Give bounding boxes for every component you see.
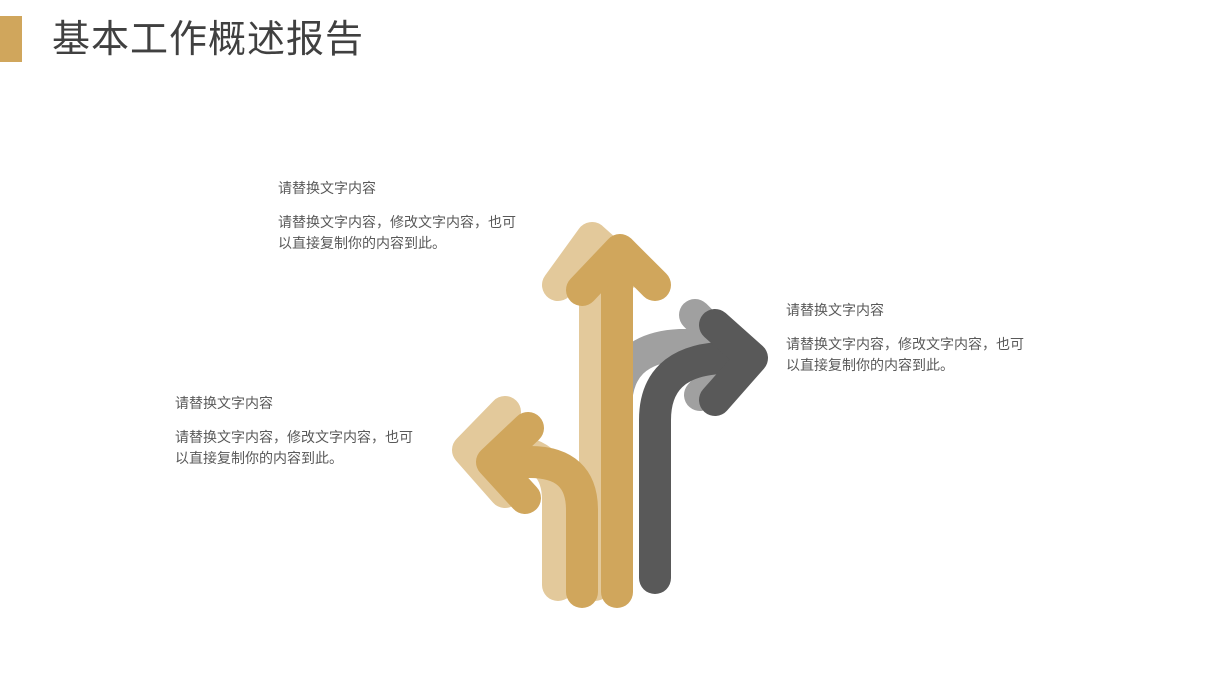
text-block-body-line: 以直接复制你的内容到此。 — [175, 451, 343, 467]
text-block-heading: 请替换文字内容 — [786, 303, 884, 319]
page-title: 基本工作概述报告 — [52, 17, 365, 61]
up-arrow-icon — [566, 234, 671, 608]
left-arrow-icon — [476, 412, 598, 608]
title-accent-bar — [0, 16, 22, 62]
direction-arrows-graphic — [452, 222, 768, 608]
text-block-body: 请替换文字内容，修改文字内容，也可 以直接复制你的内容到此。 — [278, 213, 528, 255]
text-block-body-line: 请替换文字内容，修改文字内容，也可 — [786, 337, 1024, 353]
text-block-body: 请替换文字内容，修改文字内容，也可 以直接复制你的内容到此。 — [175, 428, 425, 470]
text-block-body-line: 以直接复制你的内容到此。 — [786, 358, 954, 374]
text-block-body-line: 请替换文字内容，修改文字内容，也可 — [278, 215, 516, 231]
text-block-right: 请替换文字内容 请替换文字内容，修改文字内容，也可 以直接复制你的内容到此。 — [786, 301, 1036, 377]
text-block-heading: 请替换文字内容 — [278, 181, 376, 197]
text-block-body-line: 请替换文字内容，修改文字内容，也可 — [175, 430, 413, 446]
text-block-left: 请替换文字内容 请替换文字内容，修改文字内容，也可 以直接复制你的内容到此。 — [175, 394, 425, 470]
text-block-heading: 请替换文字内容 — [175, 396, 273, 412]
text-block-body-line: 以直接复制你的内容到此。 — [278, 236, 446, 252]
text-block-top: 请替换文字内容 请替换文字内容，修改文字内容，也可 以直接复制你的内容到此。 — [278, 179, 528, 255]
right-arrow-icon — [639, 309, 768, 594]
text-block-body: 请替换文字内容，修改文字内容，也可 以直接复制你的内容到此。 — [786, 335, 1036, 377]
